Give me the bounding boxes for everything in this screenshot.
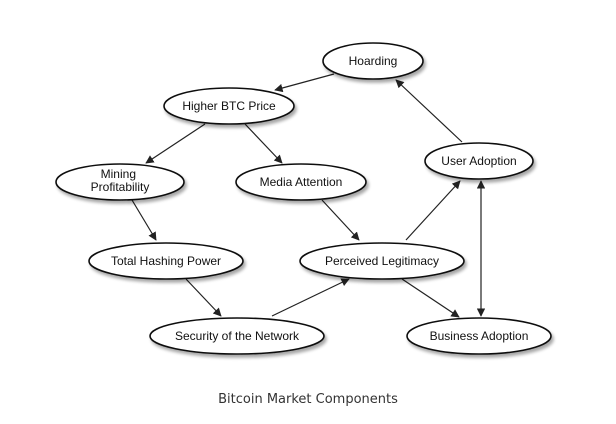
node-higher-btc-price: Higher BTC Price	[163, 87, 295, 125]
node-mining-profitability-label: Mining Profitability	[91, 167, 150, 194]
edge-total-hashing-power-to-security-of-network	[185, 278, 222, 317]
node-total-hashing-power-label: Total Hashing Power	[111, 254, 221, 268]
node-mining-profitability-line-1: Mining	[101, 167, 136, 181]
node-perceived-legitimacy-label: Perceived Legitimacy	[325, 254, 439, 268]
node-security-of-network: Security of the Network	[149, 317, 325, 355]
edge-perceived-legitimacy-to-business-adoption	[401, 278, 460, 318]
node-media-attention-label: Media Attention	[260, 175, 343, 189]
diagram-caption: Bitcoin Market Components	[218, 392, 398, 407]
edge-higher-btc-price-to-media-attention	[244, 123, 283, 164]
edge-higher-btc-price-to-mining-profitability	[145, 123, 206, 164]
edge-perceived-legitimacy-to-user-adoption	[405, 180, 461, 241]
node-mining-profitability-line-2: Profitability	[91, 180, 150, 194]
node-media-attention: Media Attention	[235, 163, 367, 201]
node-hoarding-label: Hoarding	[349, 54, 398, 68]
node-business-adoption-label: Business Adoption	[430, 329, 529, 343]
node-perceived-legitimacy: Perceived Legitimacy	[299, 242, 465, 280]
edge-security-of-network-to-perceived-legitimacy	[271, 278, 350, 317]
node-business-adoption: Business Adoption	[406, 317, 552, 355]
node-mining-profitability: Mining Profitability	[55, 163, 185, 201]
node-security-of-network-label: Security of the Network	[175, 329, 300, 343]
edges	[131, 73, 486, 318]
node-user-adoption-label: User Adoption	[441, 154, 516, 168]
node-higher-btc-price-label: Higher BTC Price	[182, 99, 276, 113]
node-user-adoption: User Adoption	[424, 142, 534, 180]
edge-hoarding-to-higher-btc-price	[274, 73, 335, 93]
edge-mining-profitability-to-total-hashing-power	[131, 199, 157, 241]
node-total-hashing-power: Total Hashing Power	[88, 242, 244, 280]
edge-media-attention-to-perceived-legitimacy	[321, 199, 360, 241]
node-hoarding: Hoarding	[322, 42, 424, 80]
edge-user-adoption-to-hoarding	[395, 79, 463, 143]
